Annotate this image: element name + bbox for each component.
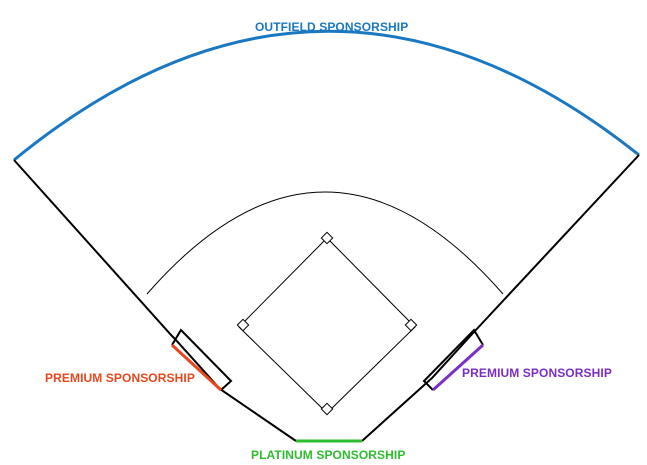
- right-foul-line: [361, 154, 640, 442]
- left-dugout-premium: [170, 343, 223, 392]
- right-dugout-premium: [431, 343, 485, 392]
- premium-sponsorship-left-label: PREMIUM SPONSORSHIP: [45, 371, 195, 385]
- second-base: [320, 231, 334, 245]
- premium-sponsorship-right-label: PREMIUM SPONSORSHIP: [462, 366, 612, 380]
- outfield-fence: [13, 29, 640, 162]
- left-dugout: [171, 328, 233, 391]
- first-base: [404, 318, 418, 332]
- base-paths: [238, 237, 416, 414]
- platinum-sponsorship-label: PLATINUM SPONSORSHIP: [251, 448, 406, 462]
- infield-arc: [146, 191, 504, 295]
- right-dugout: [422, 328, 484, 391]
- third-base: [236, 318, 250, 332]
- home-plate: [320, 402, 334, 416]
- outfield-sponsorship-label: OUTFIELD SPONSORSHIP: [255, 20, 409, 34]
- left-foul-line: [13, 159, 297, 442]
